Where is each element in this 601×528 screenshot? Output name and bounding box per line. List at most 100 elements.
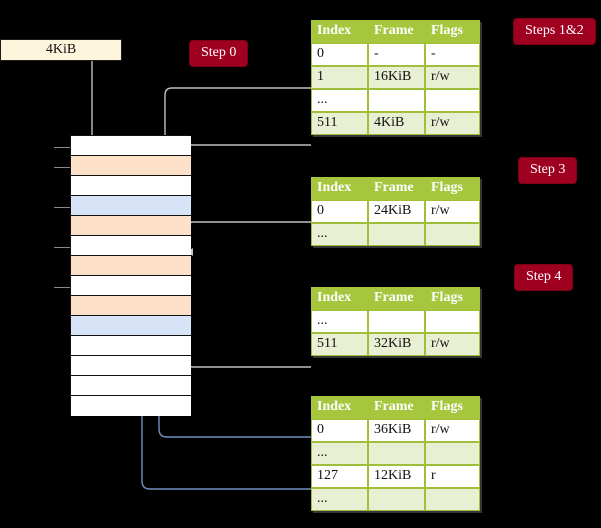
memory-frame-row bbox=[71, 156, 191, 176]
wire-steps12 bbox=[164, 87, 311, 236]
table-cell-index: ... bbox=[311, 488, 368, 511]
table-cell-frame bbox=[368, 442, 425, 465]
table-cell-flags: r/w bbox=[425, 200, 480, 223]
table-cell-flags: r bbox=[425, 465, 480, 488]
wire-level1-0 bbox=[152, 336, 311, 438]
column-header-flags: Flags bbox=[425, 287, 480, 310]
table-row: ... bbox=[311, 488, 480, 511]
memory-frame-row bbox=[71, 176, 191, 196]
memory-frame-row bbox=[71, 316, 191, 336]
table-cell-frame bbox=[368, 89, 425, 112]
table-cell-flags bbox=[425, 488, 480, 511]
table-cell-frame bbox=[368, 223, 425, 246]
table-cell-flags: - bbox=[425, 43, 480, 66]
table-cell-flags bbox=[425, 310, 480, 333]
table-row: 0-- bbox=[311, 43, 480, 66]
memory-frame-row bbox=[71, 356, 191, 376]
memory-frame-row bbox=[71, 196, 191, 216]
column-header-frame: Frame bbox=[368, 287, 425, 310]
table-cell-index: ... bbox=[311, 310, 368, 333]
memory-frame-row bbox=[71, 396, 191, 416]
table-cell-frame: 36KiB bbox=[368, 419, 425, 442]
table-row: ... bbox=[311, 310, 480, 333]
memory-tick bbox=[54, 207, 70, 208]
table-cell-flags bbox=[425, 223, 480, 246]
table-cell-flags: r/w bbox=[425, 66, 480, 89]
table-row: ... bbox=[311, 442, 480, 465]
memory-frame-row bbox=[71, 296, 191, 316]
table-cell-frame: 24KiB bbox=[368, 200, 425, 223]
badge-step-3: Step 3 bbox=[519, 158, 577, 183]
table-cell-frame: - bbox=[368, 43, 425, 66]
column-header-index: Index bbox=[311, 177, 368, 200]
memory-tick bbox=[54, 167, 70, 168]
column-header-index: Index bbox=[311, 396, 368, 419]
badge-step-4: Step 4 bbox=[515, 265, 573, 290]
table-cell-flags bbox=[425, 442, 480, 465]
memory-frame-row bbox=[71, 256, 191, 276]
memory-frame-row bbox=[71, 336, 191, 356]
virtual-page-label: 4KiB bbox=[45, 42, 77, 57]
table-cell-flags: r/w bbox=[425, 419, 480, 442]
wire-level4-511 bbox=[177, 144, 311, 164]
table-cell-index: 127 bbox=[311, 465, 368, 488]
column-header-frame: Frame bbox=[368, 396, 425, 419]
memory-tick bbox=[54, 247, 70, 248]
column-header-frame: Frame bbox=[368, 20, 425, 43]
badge-steps-1-2: Steps 1&2 bbox=[514, 19, 595, 44]
table-cell-index: 0 bbox=[311, 200, 368, 223]
column-header-flags: Flags bbox=[425, 20, 480, 43]
memory-tick bbox=[54, 147, 70, 148]
physical-memory-bar bbox=[70, 135, 191, 416]
memory-frame-row bbox=[71, 236, 191, 256]
table-cell-frame bbox=[368, 310, 425, 333]
memory-frame-row bbox=[71, 216, 191, 236]
column-header-frame: Frame bbox=[368, 177, 425, 200]
wire-step4 bbox=[179, 316, 311, 368]
table-cell-frame bbox=[368, 488, 425, 511]
table-cell-flags bbox=[425, 89, 480, 112]
table-row: ... bbox=[311, 223, 480, 246]
column-header-flags: Flags bbox=[425, 396, 480, 419]
table-cell-index: 511 bbox=[311, 112, 368, 135]
table-cell-index: 511 bbox=[311, 333, 368, 356]
table-cell-index: 0 bbox=[311, 419, 368, 442]
table-cell-frame: 32KiB bbox=[368, 333, 425, 356]
virtual-page-box: 4KiB bbox=[0, 39, 122, 61]
table-cell-index: 0 bbox=[311, 43, 368, 66]
column-header-index: Index bbox=[311, 20, 368, 43]
wire-step3 bbox=[185, 221, 311, 256]
table-cell-frame: 4KiB bbox=[368, 112, 425, 135]
table-cell-index: ... bbox=[311, 89, 368, 112]
badge-step-0: Step 0 bbox=[190, 41, 248, 66]
column-header-flags: Flags bbox=[425, 177, 480, 200]
memory-frame-row bbox=[71, 276, 191, 296]
table-row: ... bbox=[311, 89, 480, 112]
table-cell-index: ... bbox=[311, 442, 368, 465]
memory-tick bbox=[54, 287, 70, 288]
table-cell-index: 1 bbox=[311, 66, 368, 89]
memory-frame-row bbox=[71, 376, 191, 396]
wire-level1-127 bbox=[135, 214, 311, 490]
table-cell-index: ... bbox=[311, 223, 368, 246]
column-header-index: Index bbox=[311, 287, 368, 310]
table-cell-frame: 16KiB bbox=[368, 66, 425, 89]
memory-frame-row bbox=[71, 136, 191, 156]
table-cell-flags: r/w bbox=[425, 112, 480, 135]
table-cell-flags: r/w bbox=[425, 333, 480, 356]
table-cell-frame: 12KiB bbox=[368, 465, 425, 488]
